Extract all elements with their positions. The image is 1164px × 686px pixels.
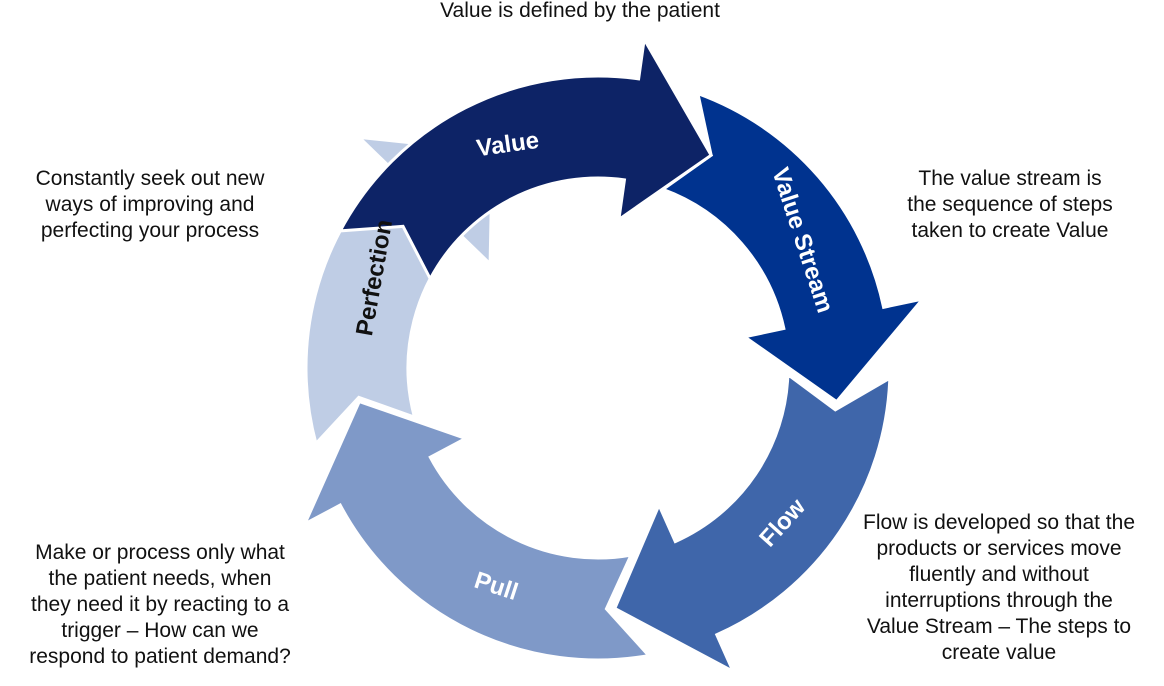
value-stream-arrow-segment (659, 91, 927, 404)
value-stream-description: The value stream is the sequence of step… (907, 167, 1113, 242)
value-description: Value is defined by the patient (440, 0, 720, 22)
perfection-description: Constantly seek out new ways of improvin… (35, 167, 265, 242)
pull-description: Make or process only what the patient ne… (29, 541, 291, 668)
flow-description: Flow is developed so that the products o… (863, 511, 1135, 664)
value-arrow-segment (337, 34, 714, 283)
flow-arrow-segment (612, 371, 892, 675)
pull-arrow-segment (301, 399, 652, 662)
